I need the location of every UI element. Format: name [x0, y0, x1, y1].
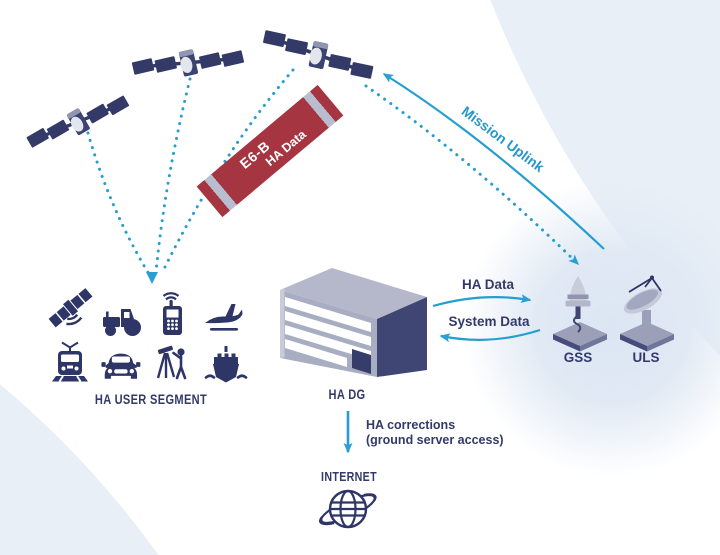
system-data-arrow — [439, 328, 541, 343]
ha-data-label: HA Data — [461, 277, 515, 292]
airplane-icon — [205, 304, 243, 331]
surveyor-icon — [156, 345, 187, 380]
satellite-icon — [48, 288, 93, 328]
hadg-box — [280, 268, 427, 377]
ha-corrections-line2: (ground server access) — [366, 432, 504, 447]
internet-globe-icon — [319, 489, 377, 529]
satellite-3 — [258, 22, 378, 88]
ship-icon — [204, 346, 248, 383]
ha-data-arrow — [432, 294, 532, 308]
uls-dish — [620, 275, 674, 352]
uls-label: ULS — [632, 350, 660, 365]
mission-uplink-solid-line — [382, 73, 605, 250]
signal-arrowhead — [146, 272, 158, 284]
gss-label: GSS — [563, 350, 593, 365]
system-data-label: System Data — [448, 314, 530, 329]
user-segment-icons — [48, 288, 248, 383]
train-icon — [52, 341, 88, 383]
car-icon — [101, 353, 141, 379]
ha-corrections-label: HA corrections (ground server access) — [366, 418, 504, 447]
signal-line-sat1 — [86, 131, 151, 276]
ha-user-segment-label: HA USER SEGMENT — [94, 392, 208, 407]
ha-dg-label: HA DG — [328, 387, 366, 402]
handheld-gnss-icon — [162, 292, 182, 335]
signal-line-sat2 — [154, 77, 192, 274]
internet-label: INTERNET — [321, 469, 377, 484]
satellite-1 — [23, 89, 133, 155]
gss-antenna — [553, 276, 607, 352]
ha-corrections-line1: HA corrections — [366, 418, 456, 432]
tractor-icon — [103, 309, 141, 336]
satellite-2 — [130, 44, 246, 82]
